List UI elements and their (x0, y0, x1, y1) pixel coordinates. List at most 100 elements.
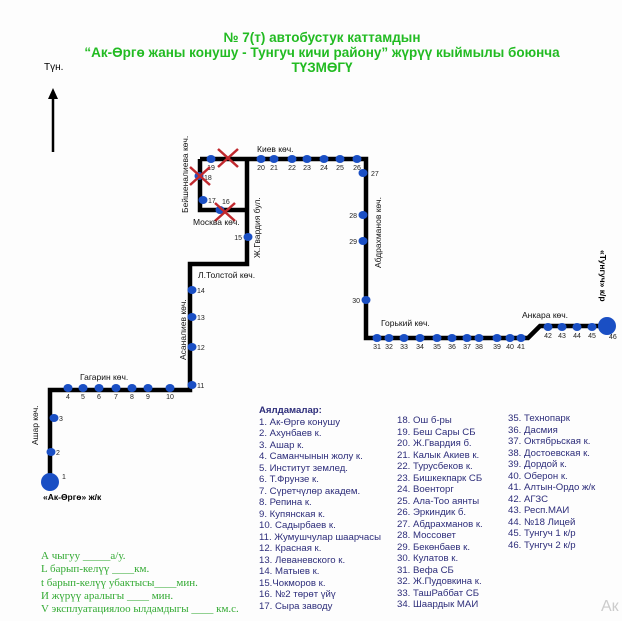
bus-stop-8[interactable] (127, 384, 137, 392)
end-terminal-label: «Тунгуч» к/р (598, 250, 608, 302)
legend-stop-item: 33. ТашРаббат СБ (397, 587, 480, 599)
stop-number: 13 (197, 315, 205, 322)
bus-stop-37[interactable] (462, 334, 472, 342)
bus-stop-14[interactable] (187, 286, 197, 294)
stop-number: 17 (208, 198, 216, 205)
bus-stop-22[interactable] (287, 155, 297, 163)
bus-stop-29[interactable] (358, 237, 368, 245)
street-label-gagarin: Гагарин көч. (80, 372, 128, 382)
bus-stop-33[interactable] (399, 334, 409, 342)
legend-stop-item: 15.Чокморов к. (259, 577, 326, 589)
bus-stop-17[interactable] (198, 196, 208, 204)
stat-line: L барып-келүү ____км. (41, 563, 150, 576)
stop-number: 25 (336, 165, 344, 172)
bus-stop-40[interactable] (505, 334, 515, 342)
title-line-2: “Ак-Өргө жаны конушу - Тунгуч кичи район… (84, 45, 560, 60)
bus-stop-10[interactable] (165, 384, 175, 392)
bus-stop-15[interactable] (243, 233, 253, 241)
stop-number: 43 (558, 333, 566, 340)
street-label-moskva: Москва көч. (193, 217, 240, 227)
stat-line: V эксплуатациялоо ылдамдыгы ____ км.с. (41, 603, 239, 616)
legend-stop-item: 2. Ахунбаев к. (259, 428, 322, 439)
north-arrow-icon (48, 88, 58, 152)
stop-number: 33 (400, 344, 408, 351)
stop-number: 8 (130, 394, 134, 401)
bus-stop-38[interactable] (474, 334, 484, 342)
bus-stop-32[interactable] (384, 334, 394, 342)
stop-number: 5 (81, 394, 85, 401)
bus-stop-6[interactable] (94, 384, 104, 392)
stop-number: 10 (166, 394, 174, 401)
bus-stop-43[interactable] (557, 323, 567, 331)
bus-stop-25[interactable] (335, 155, 345, 163)
stat-line: t барып-келүү убактысы____мин. (41, 576, 198, 589)
street-label-abdrakhmanov: Абдрахманов көч. (373, 197, 383, 268)
bus-stop-42[interactable] (543, 323, 553, 331)
stop-number: 30 (352, 298, 360, 305)
bus-stop-34[interactable] (415, 334, 425, 342)
street-label-gorky: Горький көч. (381, 318, 430, 328)
bus-stop-13[interactable] (187, 313, 197, 321)
bus-stop-30[interactable] (361, 296, 371, 304)
legend-stop-item: 11. Жумушчулар шаарчасы (259, 531, 381, 543)
street-label-kiev: Киев көч. (257, 144, 294, 154)
bus-stop-26[interactable] (352, 155, 362, 163)
start-terminal-label: «Ак-Өргө» ж/к (43, 492, 102, 502)
bus-stop-11[interactable] (187, 381, 197, 389)
legend-stop-item: 3. Ашар к. (259, 439, 304, 451)
legend-header: Аялдамалар: (259, 405, 322, 416)
bus-stop-41[interactable] (516, 334, 526, 342)
legend-stop-item: 12. Красная к. (259, 543, 322, 554)
bus-stop-31[interactable] (372, 334, 382, 342)
bus-stop-19[interactable] (206, 155, 216, 163)
stop-number: 7 (114, 394, 118, 401)
stop-number: 15 (234, 235, 242, 242)
bus-stop-2[interactable] (46, 448, 56, 456)
bus-stop-28[interactable] (358, 211, 368, 219)
stop-number: 46 (609, 334, 617, 341)
bus-stop-46[interactable] (598, 317, 616, 335)
bus-stop-44[interactable] (572, 323, 582, 331)
bus-stop-21[interactable] (269, 155, 279, 163)
stop-number: 41 (517, 344, 525, 351)
bus-stop-4[interactable] (63, 384, 73, 392)
stop-number: 16 (222, 199, 230, 206)
north-label: Түн. (44, 62, 63, 73)
bus-stop-39[interactable] (492, 334, 502, 342)
stat-line: А чыгуу _____а/у. (41, 550, 126, 562)
bus-stop-5[interactable] (78, 384, 88, 392)
stop-number: 31 (373, 344, 381, 351)
stop-number: 12 (197, 345, 205, 352)
bus-stop-23[interactable] (302, 155, 312, 163)
stop-number: 14 (197, 288, 205, 295)
stop-number: 44 (573, 333, 581, 340)
bus-stop-27[interactable] (358, 169, 368, 177)
bus-stop-45[interactable] (587, 323, 597, 331)
stop-number: 20 (257, 165, 265, 172)
bus-stop-24[interactable] (319, 155, 329, 163)
legend-stop-item: 41. Алтын-Ордо ж/к (508, 482, 596, 493)
bus-stop-3[interactable] (49, 414, 59, 422)
legend-stop-item: 7. Сүретчүлөр академ. (259, 485, 361, 497)
legend-stop-item: 8. Репина к. (259, 497, 312, 508)
bus-stop-35[interactable] (432, 334, 442, 342)
bus-stop-20[interactable] (256, 155, 266, 163)
watermark: Ак (601, 598, 619, 615)
legend-stop-item: 20. Ж.Гвардия б. (397, 438, 472, 449)
street-label-beishenalieva: Бейшеналиева көч. (180, 136, 190, 213)
bus-stop-1[interactable] (41, 473, 59, 491)
bus-stop-12[interactable] (187, 343, 197, 351)
legend-stop-item: 17. Сыра заводу (259, 600, 333, 612)
stop-number: 23 (303, 165, 311, 172)
bus-stop-36[interactable] (447, 334, 457, 342)
street-label-ashar: Ашар көч. (30, 405, 40, 445)
legend-stop-item: 19. Беш Сары СБ (397, 426, 476, 438)
legend-stop-item: 13. Леваневского к. (259, 554, 346, 566)
bus-stop-7[interactable] (111, 384, 121, 392)
bus-stop-9[interactable] (143, 384, 153, 392)
stop-number: 34 (416, 344, 424, 351)
stop-number: 42 (544, 333, 552, 340)
stop-number: 45 (588, 333, 596, 340)
